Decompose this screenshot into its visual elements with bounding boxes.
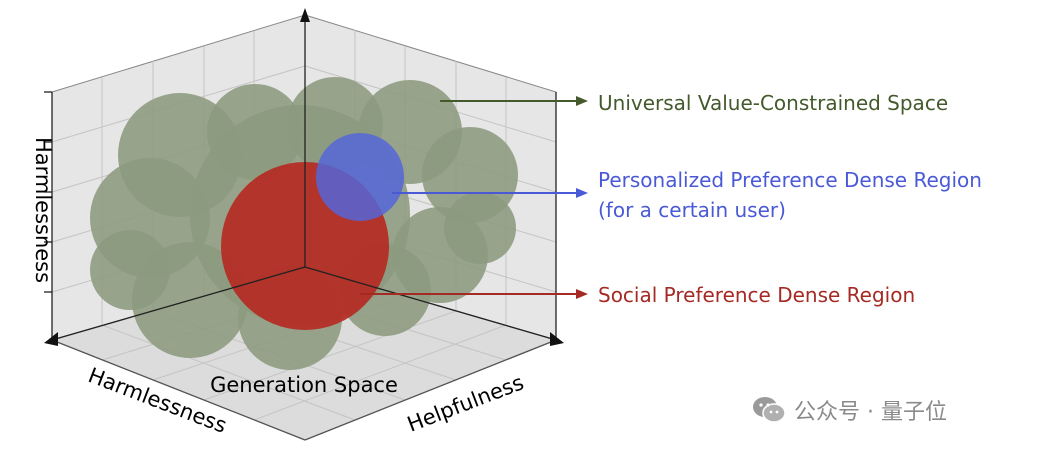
arrow-social [360, 289, 588, 299]
center-axis-label: Generation Space [210, 373, 398, 397]
vertical-axis-label: Harmlessness [31, 137, 55, 283]
personalized-region-circle [316, 133, 404, 221]
personalized-region-label-line2: (for a certain user) [598, 198, 786, 222]
universal-space-label: Universal Value-Constrained Space [598, 91, 949, 115]
vertical-axis-ticks [44, 91, 52, 293]
personalized-region-label: Personalized Preference Dense Region (fo… [598, 165, 982, 225]
axis-arrowheads [44, 8, 564, 346]
arrow-universal [440, 96, 588, 106]
wechat-icon [753, 397, 786, 423]
watermark-text: 公众号 · 量子位 [794, 400, 947, 425]
watermark: 公众号 · 量子位 [752, 392, 947, 428]
personalized-region-label-line1: Personalized Preference Dense Region [598, 168, 982, 192]
arrow-personalized [392, 188, 588, 198]
social-region-label: Social Preference Dense Region [598, 283, 916, 307]
axes-frame [51, 15, 557, 441]
